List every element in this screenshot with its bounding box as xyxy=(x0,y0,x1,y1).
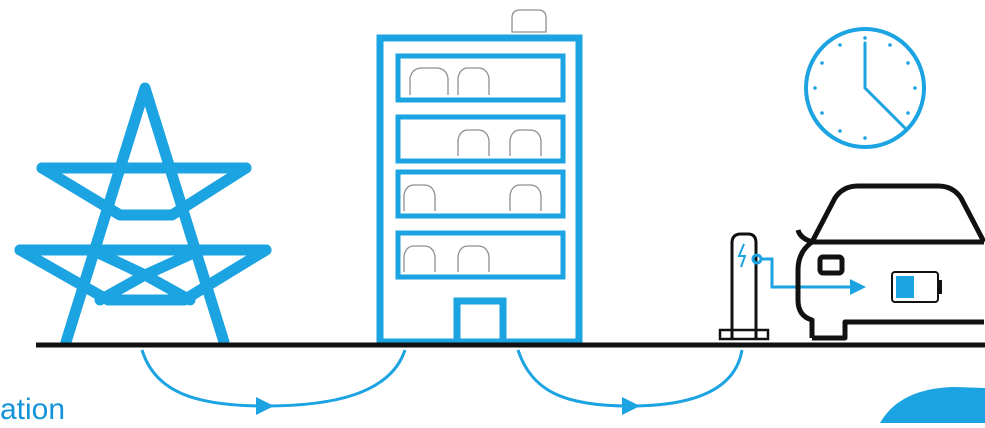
flow-arrow-garage-to-car xyxy=(518,350,742,406)
flow-arrowhead-2 xyxy=(622,397,640,415)
power-pylon-icon xyxy=(20,88,266,342)
clock-icon xyxy=(806,29,924,147)
ev-charger-icon xyxy=(720,234,768,339)
flow-arrow-grid-to-garage xyxy=(142,350,405,406)
parking-garage-icon xyxy=(380,10,579,342)
cable-arrowhead xyxy=(850,279,866,295)
battery-icon xyxy=(892,272,942,302)
corner-blue-shape xyxy=(880,387,985,423)
flow-arrowhead-1 xyxy=(256,397,274,415)
electric-car-icon xyxy=(798,186,984,338)
